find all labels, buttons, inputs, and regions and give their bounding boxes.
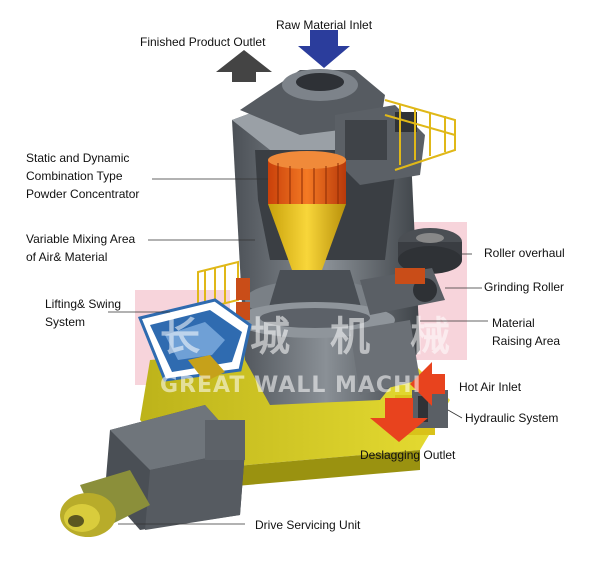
label-deslagging-outlet: Deslagging Outlet <box>360 448 456 462</box>
watermark-text: GREAT WALL MACHI <box>160 373 422 398</box>
label-hot-air-inlet: Hot Air Inlet <box>459 380 522 394</box>
watermark-char-2: 城 <box>250 314 290 360</box>
watermark-char-3: 机 <box>330 314 370 360</box>
return-cone <box>268 204 346 270</box>
deslagging-arrow <box>370 398 428 442</box>
grinding-roller-arm <box>360 268 445 315</box>
finished-product-arrow <box>216 50 272 82</box>
label-grinding-roller: Grinding Roller <box>484 280 565 294</box>
watermark-char-1: 长 <box>160 314 200 360</box>
label-hydraulic-system: Hydraulic System <box>465 411 559 425</box>
watermark-char-4: 械 <box>410 314 450 360</box>
roller-overhaul-unit <box>398 228 462 274</box>
hot-air-arrow <box>410 362 445 406</box>
watermark: 长 城 机 械 GREAT WALL MACHI <box>160 314 450 398</box>
leader-lines <box>108 178 488 525</box>
powder-concentrator <box>268 151 346 204</box>
swing-roller-system <box>137 298 252 382</box>
label-powder-concentrator: Static and Dynamic Combination Type Powd… <box>26 151 140 201</box>
label-lifting-swing-system: Lifting& Swing System <box>45 297 122 329</box>
left-cylinders <box>236 278 250 320</box>
label-material-raising-area: Material Raising Area <box>492 316 561 348</box>
label-roller-overhaul: Roller overhaul <box>484 246 565 260</box>
label-drive-servicing-unit: Drive Servicing Unit <box>255 518 361 532</box>
label-finished-product-outlet: Finished Product Outlet <box>140 35 266 49</box>
top-railing <box>384 99 456 171</box>
raw-material-arrow <box>298 30 350 68</box>
grinding-area <box>235 270 395 338</box>
label-raw-material-inlet: Raw Material Inlet <box>276 18 373 32</box>
label-variable-mixing-area: Variable Mixing Area of Air& Material <box>26 232 136 264</box>
drive-coupling <box>60 470 150 537</box>
material-raising-housing <box>350 320 420 395</box>
separator-drive <box>335 105 425 185</box>
